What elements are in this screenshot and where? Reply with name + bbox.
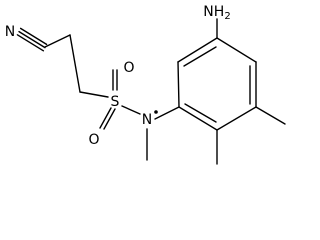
- oxygen-bottom-label: O: [88, 132, 99, 148]
- ring-bond-3: [216, 37, 257, 63]
- s-o-bottom-bond-b: [103, 108, 116, 130]
- ring-bond-5: [216, 106, 257, 131]
- n-ring-bond: [154, 106, 180, 120]
- amine-hydrogen-text: H: [214, 4, 225, 20]
- triple-bond-line-2: [19, 27, 48, 46]
- ring-methyl-groups: [216, 106, 286, 165]
- oxygen-top-label: O: [123, 60, 134, 76]
- bond-c3-s: [79, 91, 109, 98]
- amide-nitrogen-group: N: [142, 106, 180, 161]
- bond-c2-c3: [69, 34, 81, 93]
- amino-group: NH2: [203, 4, 231, 39]
- sulfur-label: S: [111, 94, 120, 110]
- amine-hydrogen-count: 2: [224, 11, 230, 22]
- amine-label: NH2: [203, 4, 230, 22]
- ring-bond-1: [177, 61, 180, 108]
- triple-bond-line-3: [16, 34, 45, 52]
- radical-dot: [154, 110, 158, 114]
- s-o-bottom-bond-a: [99, 107, 112, 129]
- benzene-ring: [177, 37, 257, 131]
- amine-nitrogen-text: N: [203, 4, 213, 20]
- amide-nitrogen-label: N: [142, 112, 152, 128]
- triple-bond-line-1: [18, 30, 46, 49]
- nitrile-group: N: [5, 24, 48, 52]
- ethylene-chain: [44, 34, 109, 98]
- ring-inner-double-3: [184, 103, 217, 123]
- ring-methyl-right-bond: [255, 106, 286, 125]
- chemical-structure-drawing: N S O O N: [5, 4, 286, 165]
- sulfonyl-group: S O O: [88, 60, 141, 148]
- nitrile-nitrogen-label: N: [5, 24, 15, 40]
- ring-bond-2: [177, 37, 218, 63]
- bond-c1-c2: [44, 34, 71, 48]
- ring-inner-double-1: [183, 46, 217, 67]
- ring-bond-6: [178, 106, 218, 131]
- s-n-bond: [121, 105, 141, 115]
